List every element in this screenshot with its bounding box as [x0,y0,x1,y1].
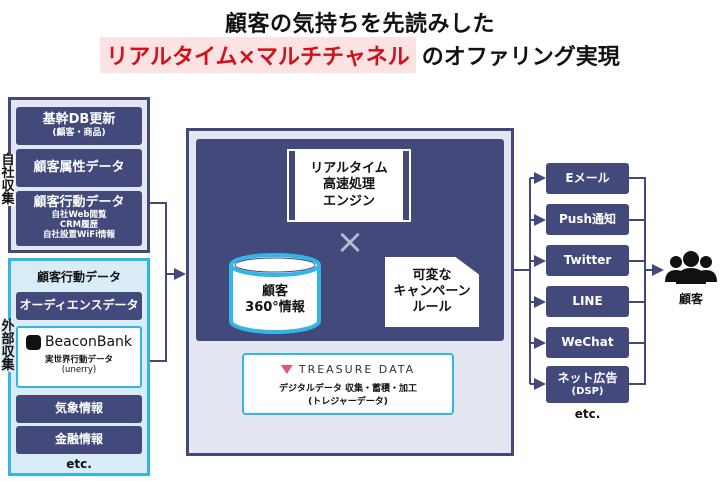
side-char: 部 [1,332,15,347]
title-line-1: 顧客の気持ちを先読みした [224,12,495,37]
engine-line-2: 高速処理 [322,177,375,193]
finance-info: 金融情報 [16,426,142,454]
treasure-brand: TREASURE DATA [298,363,416,376]
side-char: 自 [1,153,15,168]
internal-side-label: 自 社 収 集 [1,154,15,206]
multiply-icon: × [335,222,365,262]
beaconbank-logo-icon [25,334,41,350]
treasure-line-1: デジタルデータ 収集・蓄積・加工 [279,384,417,394]
beaconbank-sub: 実世界行動データ [44,355,113,365]
customers-group-icon [665,251,717,284]
behavior-sub-1: 自社Web閲覧 [51,210,107,221]
external-side-label: 外 部 収 集 [1,320,15,372]
channel-twitter: Twitter [546,245,629,276]
side-char: 社 [1,166,15,181]
channel-wechat: WeChat [546,327,629,358]
engine-line-1: リアルタイム [310,161,388,177]
weather-label: 気象情報 [54,401,103,416]
realtime-engine: リアルタイム 高速処理 エンジン [287,149,411,222]
channel-label: ネット広告 [557,371,618,386]
treasure-line-2: (トレジャーデータ) [308,397,388,407]
rule-line-1: 可変な [412,267,452,283]
channel-label: Eメール [565,171,610,186]
beaconbank-brand: BeaconBank [44,334,133,350]
title-highlight: リアルタイム×マルチチャネル [100,37,416,73]
treasure-data-card: TREASURE DATA デジタルデータ 収集・蓄積・加工 (トレジャーデータ… [242,353,454,415]
treasure-gem-icon [280,365,293,374]
side-char: 外 [1,319,15,334]
campaign-rule-doc: 可変な キャンペーン ルール [385,257,479,327]
customer-attribute-title: 顧客属性データ [33,159,125,175]
behavior-title: 顧客行動データ [33,195,125,211]
channel-label: Twitter [563,253,612,268]
side-char: 集 [1,192,15,207]
side-char: 収 [1,179,15,194]
audience-data: オーディエンスデータ [16,292,142,320]
db-line-1: 顧客 [261,284,288,299]
customer-db-cylinder-icon [229,253,321,334]
core-db-update: 基幹DB更新 (顧客・商品) [16,107,142,145]
customer-attribute-data: 顧客属性データ [16,149,142,187]
left-bracket [150,202,167,362]
core-db-sub: (顧客・商品) [52,128,106,139]
rule-line-2: キャンペーン [393,283,471,299]
engine-line-3: エンジン [322,193,375,209]
channel-sub: (DSP) [571,385,604,397]
channel-line: LINE [546,286,629,317]
title-rest: のオファリング実現 [421,45,620,70]
db-line-2: 360°情報 [245,300,305,316]
side-char: 収 [1,345,15,360]
channel-net-ads: ネット広告 (DSP) [546,366,629,403]
customer-label: 顧客 [678,292,703,306]
core-db-title: 基幹DB更新 [42,112,116,128]
side-char: 集 [1,358,15,373]
title-line-2: リアルタイム×マルチチャネル のオファリング実現 [0,37,720,73]
behavior-sub-3: 自社設置WiFi情報 [42,229,115,240]
beaconbank-sub2: (unerry) [61,365,97,375]
customer-db-label: 顧客 360°情報 [227,284,323,317]
channel-push: Push通知 [546,204,629,235]
behavior-sub-2: CRM履歴 [59,220,99,231]
external-etc: etc. [66,457,92,471]
audience-label: オーディエンスデータ [19,298,139,313]
rule-line-3: ルール [412,300,452,316]
channel-email: Eメール [546,163,629,194]
customer-behavior-data-internal: 顧客行動データ 自社Web閲覧 CRM履歴 自社設置WiFi情報 [16,191,142,246]
channel-label: LINE [572,294,603,309]
weather-info: 気象情報 [16,395,142,423]
beaconbank-card: BeaconBank 実世界行動データ (unerry) [16,326,142,388]
channel-label: WeChat [561,335,614,350]
channel-label: Push通知 [558,212,617,227]
channels-etc: etc. [574,407,601,421]
external-heading: 顧客行動データ [36,270,121,284]
channel-bracket-right [629,177,646,385]
finance-label: 金融情報 [54,432,103,447]
